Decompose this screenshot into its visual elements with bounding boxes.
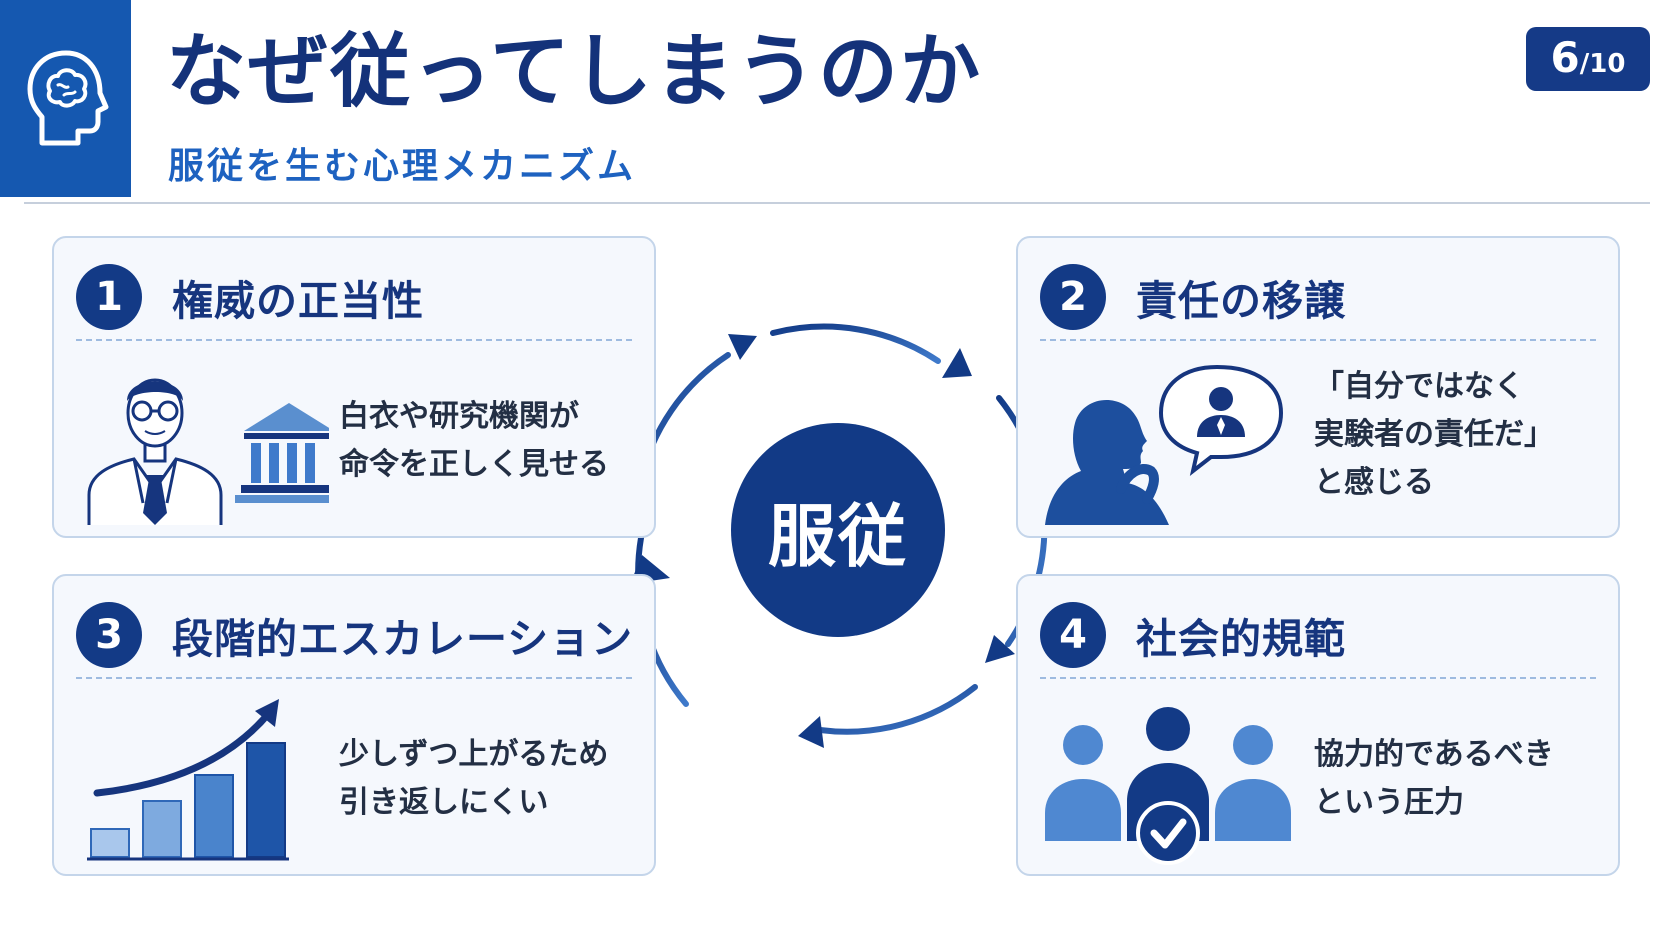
- card-social-norms: 4 社会的規範 協力的であるべき という圧力: [1016, 574, 1620, 876]
- page-counter-badge: 6 /10: [1526, 27, 1650, 91]
- rising-bars-icon: [87, 699, 289, 861]
- card-title: 社会的規範: [1136, 615, 1346, 663]
- card-number: 2: [1040, 264, 1106, 330]
- card-title: 段階的エスカレーション: [172, 615, 634, 663]
- card-number: 4: [1040, 602, 1106, 668]
- card-description: 白衣や研究機関が 命令を正しく見せる: [339, 399, 609, 482]
- card-title: 権威の正当性: [172, 277, 424, 325]
- card-authority-legitimacy: 1 権威の正当性 白衣や研究機関が 命令を正しく見せる: [52, 236, 656, 538]
- header-divider: [24, 202, 1650, 204]
- brain-head-icon: [0, 0, 131, 197]
- card-divider: [1040, 339, 1596, 341]
- cycle-arrowhead-top-right: [942, 348, 972, 378]
- group-check-icon: [1045, 707, 1291, 865]
- page-total: /10: [1579, 49, 1626, 79]
- card-description: 「自分ではなく 実験者の責任だ」 と感じる: [1314, 369, 1554, 500]
- card-divider: [1040, 677, 1596, 679]
- card-gradual-escalation: 3 段階的エスカレーション 少しずつ上がるため 引き返しにくい: [52, 574, 656, 876]
- card-divider: [76, 677, 632, 679]
- card-description: 少しずつ上がるため 引き返しにくい: [339, 737, 609, 820]
- cycle-arrowhead-bottom: [798, 716, 824, 748]
- page-current: 6: [1550, 33, 1580, 82]
- card-number: 1: [76, 264, 142, 330]
- page-subtitle: 服従を生む心理メカニズム: [168, 146, 637, 187]
- thinking-person-icon: [1045, 364, 1284, 525]
- card-description: 協力的であるべき という圧力: [1314, 737, 1554, 820]
- page-title: なぜ従ってしまうのか: [166, 25, 982, 118]
- scientist-building-icon: [87, 378, 329, 525]
- card-responsibility-transfer: 2 責任の移譲 「自分ではなく 実験者の責任だ」 と感じる: [1016, 236, 1620, 538]
- cycle-arrowhead-right: [985, 635, 1015, 663]
- cycle-arrowhead-top-left: [728, 334, 757, 360]
- center-obedience-circle: 服従: [731, 423, 945, 637]
- card-number: 3: [76, 602, 142, 668]
- card-title: 責任の移譲: [1136, 277, 1346, 325]
- card-divider: [76, 339, 632, 341]
